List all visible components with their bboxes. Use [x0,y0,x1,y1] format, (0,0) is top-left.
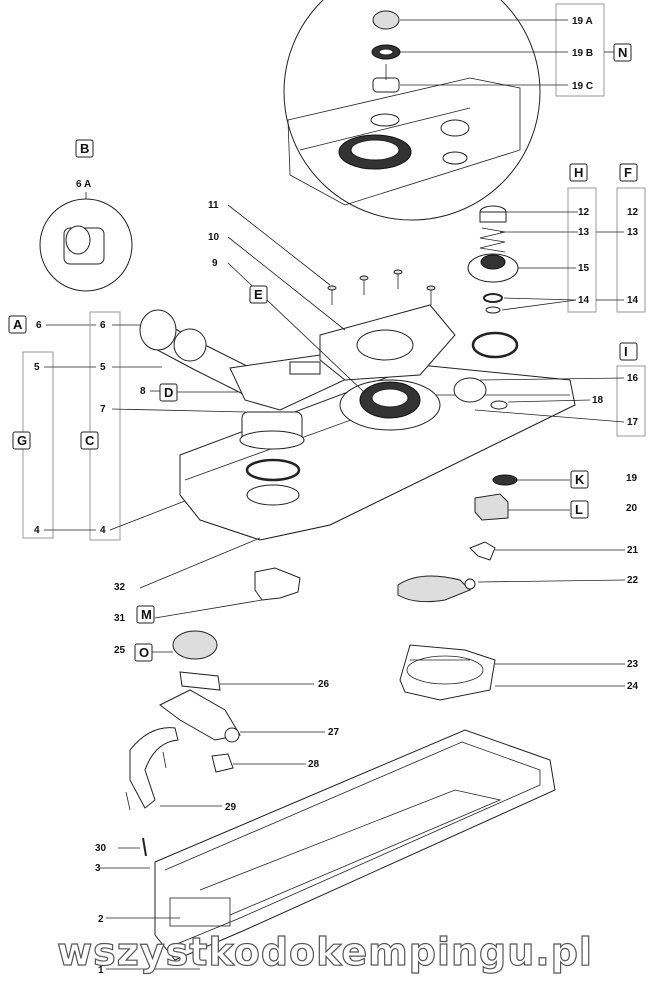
label-28: 28 [308,759,320,770]
group-box-H [567,187,597,313]
label-14-F: 14 [627,295,639,306]
letter-I: I [624,344,628,359]
label-12-F: 12 [627,207,639,218]
label-30: 30 [95,843,107,854]
label-10: 10 [208,232,220,243]
group-box-C [89,311,121,541]
label-5-left: 5 [34,362,40,373]
label-19C: 19 C [572,81,593,92]
letter-M: M [141,607,152,622]
label-23: 23 [627,659,639,670]
label-8: 8 [140,386,146,397]
label-6-right: 6 [100,320,106,331]
group-box-19 [555,3,605,97]
letter-O: O [139,645,149,660]
group-box-F [616,187,646,313]
label-14-H: 14 [578,295,590,306]
watermark: wszystkodokempingu.pl [57,930,593,974]
label-6A: 6 A [76,179,91,190]
label-12-H: 12 [578,207,590,218]
letter-A: A [13,317,23,332]
label-24: 24 [627,681,639,692]
letter-C: C [85,433,95,448]
label-16: 16 [627,373,639,384]
label-19A: 19 A [572,16,593,27]
letter-E: E [254,287,263,302]
label-4-left: 4 [34,525,40,536]
letter-G: G [17,433,27,448]
letter-F: F [624,165,632,180]
label-13-F: 13 [627,227,639,238]
screw-set [327,269,436,305]
label-20: 20 [626,503,638,514]
bracket-assembly [399,644,496,701]
label-6-left: 6 [36,320,42,331]
letter-B: B [80,141,89,156]
label-25: 25 [114,645,126,656]
label-19: 19 [626,473,638,484]
label-18: 18 [592,395,604,406]
label-11: 11 [208,200,219,211]
label-29: 29 [225,802,237,813]
group-box-I [616,365,646,437]
label-9: 9 [212,258,218,269]
label-21: 21 [627,545,639,556]
label-2: 2 [98,914,104,925]
label-4-right: 4 [100,525,106,536]
label-32: 32 [114,582,126,593]
letter-K: K [575,472,585,487]
label-26: 26 [318,679,330,690]
label-3: 3 [95,863,101,874]
tank-top-assembly [139,304,576,541]
letter-N: N [618,45,627,60]
label-15: 15 [578,263,590,274]
letter-L: L [575,502,583,517]
label-5-right: 5 [100,362,106,373]
bottom-tray [154,729,556,961]
label-7: 7 [100,404,106,415]
label-1: 1 [98,965,104,976]
label-19B: 19 B [572,48,593,59]
detail-circle-19 [283,0,541,221]
label-13-H: 13 [578,227,590,238]
valve-assembly [467,205,519,314]
label-17: 17 [627,417,639,428]
label-22: 22 [627,575,639,586]
label-27: 27 [328,727,340,738]
letter-D: D [164,385,173,400]
letter-H: H [574,165,583,180]
label-31: 31 [114,613,126,624]
